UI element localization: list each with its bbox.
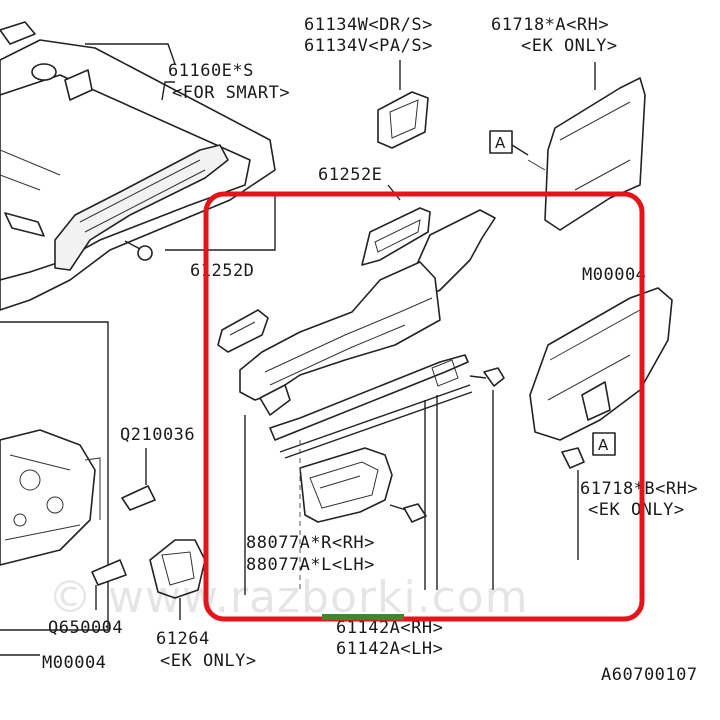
outer-handle-assembly (0, 21, 276, 311)
label-61264: 61264 (156, 629, 210, 649)
mechanism-frame (239, 261, 441, 416)
footer-band (0, 686, 720, 720)
gasket-61134 (377, 60, 429, 149)
screw-mechanism (389, 367, 505, 523)
label-m00004-top: M00004 (582, 265, 646, 285)
label-61142a-lh: 61142A<LH> (336, 639, 443, 659)
label-61160e: 61160E*S (168, 61, 254, 81)
label-88077a-rh: 88077A*R<RH> (246, 533, 375, 553)
label-61252d: 61252D (190, 261, 254, 281)
label-q650004: Q650004 (48, 618, 123, 638)
screw-q210036 (121, 448, 156, 511)
door-latch (0, 429, 101, 566)
ref-a-right-label: A (598, 436, 609, 454)
label-61264-note: <EK ONLY> (160, 651, 257, 671)
watermark: © www.razborki.com (48, 572, 529, 623)
bracket-61718a (527, 62, 646, 231)
ref-box-a-top: A (489, 130, 529, 156)
label-61252e: 61252E (318, 165, 382, 185)
label-61160e-note: <FOR SMART> (172, 83, 290, 103)
label-61718a-note: <EK ONLY> (521, 36, 618, 56)
label-q210036: Q210036 (120, 425, 195, 445)
figure-code: A60700107 (601, 665, 698, 685)
label-61718b-note: <EK ONLY> (588, 500, 685, 520)
label-61134w: 61134W<DR/S> (304, 15, 433, 35)
screw-61252d-upper (124, 240, 153, 261)
ref-box-a-right: A (592, 432, 616, 456)
label-61718b: 61718*B<RH> (580, 479, 698, 499)
label-88077a-lh: 88077A*L<LH> (246, 555, 375, 575)
garnish-61252d (217, 309, 269, 353)
label-m00004-bottom: M00004 (42, 653, 106, 673)
accent-bar (322, 614, 404, 620)
screw-right (561, 447, 585, 469)
ref-a-top-label: A (495, 134, 506, 152)
label-61142a-rh: 61142A<RH> (336, 618, 443, 638)
clip-61264 (149, 539, 206, 620)
highlight-frame (203, 191, 645, 622)
label-61134v: 61134V<PA/S> (304, 36, 433, 56)
label-61718a: 61718*A<RH> (491, 15, 609, 35)
screw-q650004 (91, 559, 127, 610)
bracket-61718b (529, 287, 673, 441)
rods (269, 354, 473, 459)
lock-knob-88077a (299, 447, 393, 523)
